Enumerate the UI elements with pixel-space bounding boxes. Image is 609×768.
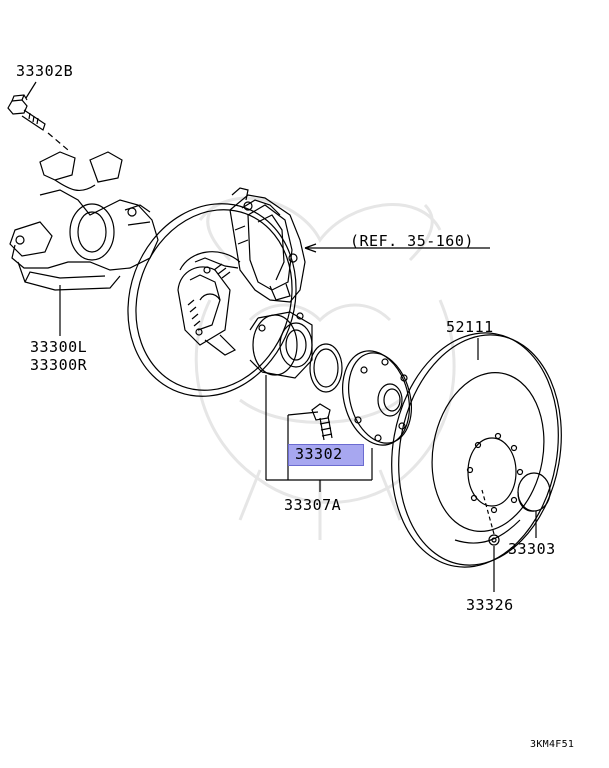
callout-33307a[interactable]: 33307A <box>284 496 342 514</box>
wheel-hub-drawing <box>342 350 412 446</box>
callout-33300l[interactable]: 33300L <box>30 338 88 356</box>
leader-33302b <box>25 81 37 99</box>
snap-ring-drawing <box>309 343 343 393</box>
cap-drawing <box>517 472 551 512</box>
callout-33326[interactable]: 33326 <box>466 596 514 614</box>
leader-bolt-to-knuckle <box>47 132 69 151</box>
callout-33302-highlighted[interactable]: 33302 <box>288 444 364 466</box>
callout-33303[interactable]: 33303 <box>508 540 556 558</box>
reference-label[interactable]: (REF. 35-160) <box>350 232 474 250</box>
hub-bolt-drawing <box>311 403 333 441</box>
brake-disc-drawing <box>391 332 562 568</box>
callout-52111[interactable]: 52111 <box>446 318 494 336</box>
backing-plate-drawing <box>127 199 297 397</box>
bracket-33307a <box>265 375 373 492</box>
leader-screw-to-disc <box>481 489 495 535</box>
callout-33302b[interactable]: 33302B <box>16 62 74 80</box>
figure-code: 3KM4F51 <box>530 739 575 750</box>
screw-drawing <box>488 534 500 546</box>
brake-caliper-drawing <box>229 187 306 303</box>
watermark-emblem <box>194 196 456 540</box>
reference-arrow-head <box>304 243 317 253</box>
bolt-33302b-drawing <box>7 94 46 131</box>
callout-33300r[interactable]: 33300R <box>30 356 88 374</box>
hub-bearing-drawing <box>249 311 313 379</box>
